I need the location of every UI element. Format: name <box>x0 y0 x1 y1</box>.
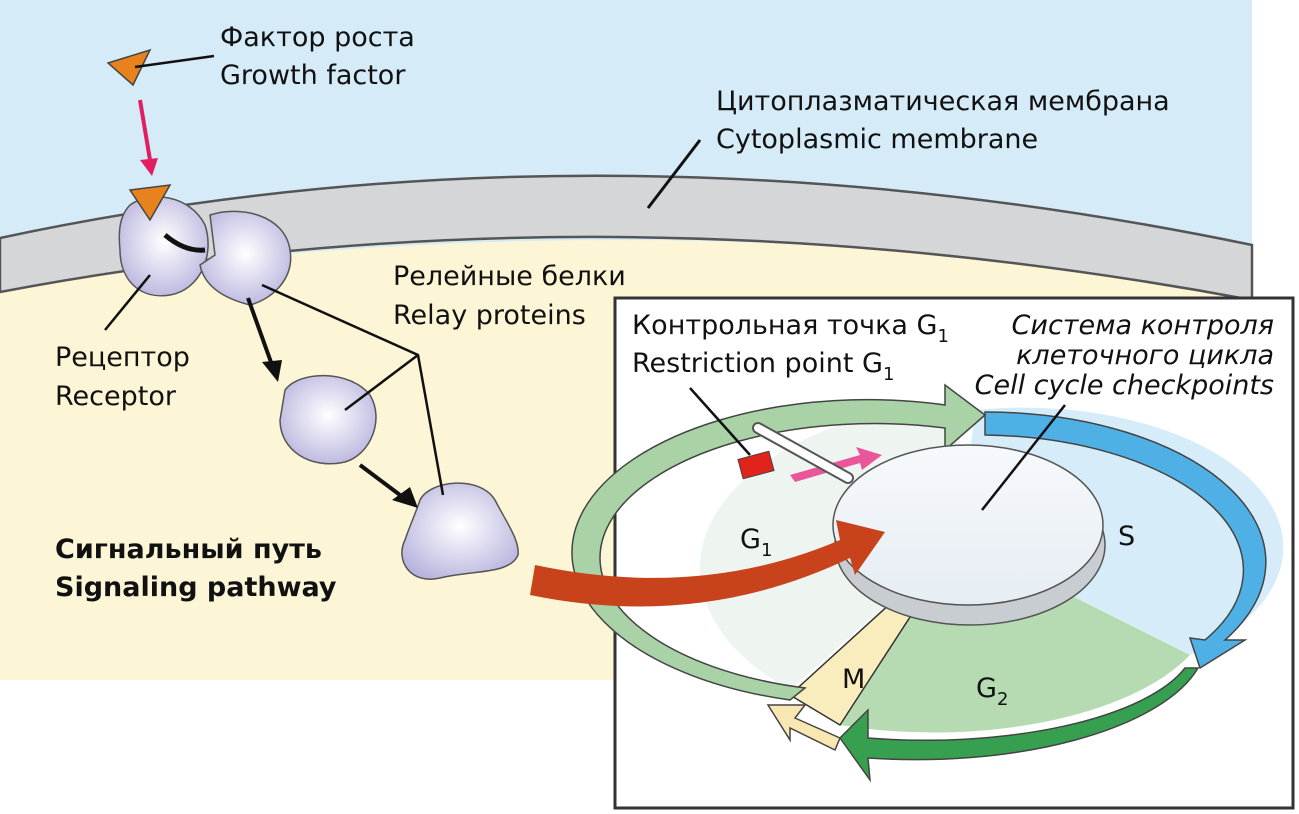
membrane-label-en: Cytoplasmic membrane <box>716 124 1038 155</box>
checkpoints-pointer-line <box>981 404 1066 511</box>
phase-g1-text: G <box>740 524 761 555</box>
relay-pointer-line <box>344 354 419 411</box>
restriction-point-label-en: Restriction point G1 <box>632 348 894 385</box>
restriction-point-marker <box>737 450 775 480</box>
membrane-label-ru: Цитоплазматическая мембрана <box>716 86 1170 117</box>
signaling-pathway-label-en: Signaling pathway <box>55 572 337 603</box>
phase-g1-subscript: 1 <box>761 540 772 561</box>
restriction-gate-bar-fill <box>754 424 852 482</box>
signaling-pathway-label-ru: Сигнальный путь <box>55 534 322 565</box>
growth-factor-icon <box>106 48 152 87</box>
growth-factor-label-ru: Фактор роста <box>220 22 415 53</box>
signaling-arrow <box>530 520 885 607</box>
relay-protein-1-icon <box>199 210 292 306</box>
m-arrow <box>766 704 841 752</box>
checkpoints-label-ru-1: Система контроля <box>1012 310 1274 341</box>
bound-growth-factor-icon <box>128 184 172 222</box>
receptor-label-en: Receptor <box>55 381 177 412</box>
relay-proteins-label-ru: Релейные белки <box>393 261 626 292</box>
checkpoint-control-disc <box>832 444 1104 606</box>
phase-g2-subscript: 2 <box>997 689 1008 710</box>
phase-s-label: S <box>1118 521 1135 552</box>
restriction-point-en-subscript: 1 <box>883 364 894 385</box>
phase-g2-label: G2 <box>976 673 1008 710</box>
g2-phase-region <box>840 540 1190 733</box>
phase-m-label: M <box>842 664 865 695</box>
phase-g1-label: G1 <box>740 524 772 561</box>
restriction-point-ru-text: Контрольная точка G <box>632 310 937 341</box>
restriction-pointer-line <box>689 387 751 456</box>
relay-arrow-2 <box>358 463 402 497</box>
restriction-point-en-text: Restriction point G <box>632 348 883 379</box>
relay-arrow-2-head <box>392 487 418 508</box>
relay-protein-2-icon <box>279 374 377 465</box>
relay-arrow-1 <box>246 297 274 366</box>
receptor-pointer-line <box>104 274 151 331</box>
relay-proteins-label-en: Relay proteins <box>393 300 586 331</box>
phase-g2-text: G <box>976 673 997 704</box>
receptor-label-ru: Рецептор <box>55 342 190 373</box>
binding-arrow-head <box>140 158 158 176</box>
restriction-point-ru-subscript: 1 <box>937 326 948 347</box>
s-arrow <box>984 411 1267 670</box>
checkpoints-label-ru-2: клеточного цикла <box>1016 340 1274 371</box>
checkpoints-label-en: Cell cycle checkpoints <box>975 370 1274 401</box>
receptor-icon <box>118 196 209 297</box>
relay-protein-3-icon <box>401 482 519 580</box>
growth-factor-pointer-line <box>134 54 215 69</box>
growth-factor-label-en: Growth factor <box>220 60 406 91</box>
relay-arrow-1-head <box>262 360 282 382</box>
restriction-point-label-ru: Контрольная точка G1 <box>632 310 949 347</box>
binding-arrow <box>138 99 152 161</box>
activation-arrow <box>163 233 206 253</box>
membrane-pointer-line <box>646 139 702 209</box>
